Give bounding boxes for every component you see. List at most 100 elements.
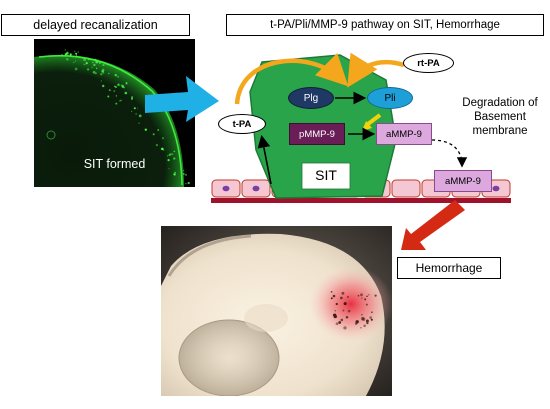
- transition-arrow: [145, 76, 219, 122]
- fluorescent-speck: [157, 129, 160, 131]
- fluorescent-speck: [74, 60, 77, 62]
- petechia-dot: [361, 297, 363, 299]
- fluorescent-speck: [64, 49, 67, 51]
- fluorescent-speck: [98, 61, 101, 64]
- ammp9-release-arrow: [431, 139, 468, 168]
- fluorescent-speck: [131, 96, 133, 98]
- fluorescent-speck: [187, 181, 190, 185]
- fluorescent-speck: [101, 70, 105, 73]
- fluorescent-speck: [184, 173, 188, 176]
- fluorescent-speck: [102, 64, 105, 67]
- fluorescent-speck: [166, 155, 169, 157]
- fluorescent-speck: [125, 82, 128, 85]
- fluorescent-speck: [103, 72, 105, 74]
- fluorescent-speck: [101, 84, 105, 88]
- fluorescent-speck: [138, 114, 142, 118]
- fluorescent-speck: [167, 158, 170, 162]
- petechia-dot: [357, 294, 360, 297]
- fluorescent-speck: [83, 58, 86, 62]
- fluorescent-speck: [97, 58, 99, 60]
- fluorescent-speck: [108, 72, 110, 75]
- petechia-dot: [368, 294, 370, 296]
- tissue-depression: [178, 319, 280, 396]
- rtpa-to-plg-arrow: [347, 52, 405, 88]
- image-caption: SIT formed: [83, 157, 146, 171]
- petechia-dot: [360, 293, 363, 297]
- fluorescent-speck: [86, 68, 90, 71]
- petechia-dot: [365, 303, 368, 306]
- fluorescent-speck: [174, 171, 177, 174]
- petechia-dot: [330, 297, 333, 300]
- petechia-dot: [335, 322, 339, 326]
- fluorescent-speck: [168, 168, 170, 170]
- ammp9-released-node: aMMP-9: [434, 170, 492, 192]
- fluorescent-speck: [120, 99, 122, 102]
- left-title-box: delayed recanalization: [1, 14, 190, 36]
- fluorescent-speck: [173, 150, 176, 153]
- fluorescent-speck: [66, 57, 69, 61]
- fluorescent-speck: [161, 137, 165, 140]
- hemorrhagic-brain-photo: [161, 226, 392, 396]
- endothelial-cell: [391, 179, 421, 198]
- degradation-line-3: membrane: [472, 125, 528, 137]
- petechia-dot: [338, 321, 342, 324]
- fluorescent-speck: [173, 173, 175, 176]
- fluorescent-speck: [152, 133, 155, 136]
- fluorescent-rim: [34, 55, 184, 187]
- fluorescent-speck: [114, 73, 118, 77]
- cell-nucleus: [222, 185, 230, 192]
- pathway-title: t-PA/Pli/MMP-9 pathway on SIT, Hemorrhag…: [270, 19, 500, 31]
- petechia-dot: [333, 314, 337, 319]
- degradation-line-1: Degradation of: [462, 97, 538, 109]
- fluorescent-speck: [95, 60, 99, 64]
- fluorescent-speck: [94, 72, 97, 75]
- fluorescent-speck: [135, 113, 137, 115]
- petechia-dot: [363, 324, 366, 328]
- degradation-line-2: Basement: [474, 111, 526, 123]
- hemorrhage-box: Hemorrhage: [397, 257, 501, 279]
- rim-edge: [38, 54, 183, 186]
- fluorescent-speck: [168, 153, 171, 157]
- petechia-dot: [370, 318, 373, 321]
- fluorescent-speck: [74, 67, 78, 71]
- petechia-dot: [335, 302, 338, 306]
- fluorescent-speck: [88, 59, 90, 61]
- pli-node: Pli: [367, 87, 413, 109]
- tissue-fold: [167, 234, 252, 277]
- petechia-dot: [371, 311, 373, 314]
- fluorescent-speck: [117, 83, 120, 87]
- fluorescent-speck: [117, 75, 119, 78]
- petechia-dot: [334, 310, 336, 312]
- petechia-dot: [365, 319, 369, 323]
- fluorescent-speck: [185, 182, 187, 185]
- brain-photo-drawing: [161, 226, 392, 396]
- hemorrhage-petechiae: [330, 291, 377, 330]
- fluorescent-speck: [137, 107, 139, 109]
- hemorrhage-arrow: [401, 200, 465, 250]
- petechia-dot: [364, 298, 367, 301]
- fluorescent-speck: [73, 50, 76, 53]
- fluorescent-speck: [95, 67, 98, 70]
- tpa-to-plg-arrow: [234, 52, 349, 105]
- fluorescent-speck: [69, 53, 72, 56]
- petechia-dot: [343, 302, 347, 306]
- petechia-dot: [369, 316, 373, 319]
- petechia-dot: [332, 294, 336, 298]
- endothelium-tpa-release-arrow: [257, 134, 272, 185]
- fluorescent-speck: [61, 53, 63, 56]
- fluorescent-speck: [133, 107, 136, 110]
- fluorescent-speck: [183, 173, 185, 175]
- fluorescent-speckles: [61, 49, 190, 187]
- pathway-title-box: t-PA/Pli/MMP-9 pathway on SIT, Hemorrhag…: [226, 14, 544, 36]
- petechia-dot: [374, 294, 377, 297]
- fluorescent-speck: [169, 152, 173, 156]
- basement-membrane: [211, 198, 511, 203]
- fluorescent-speck: [76, 54, 78, 56]
- fluorescent-speck: [91, 66, 93, 69]
- fluorescent-speck: [107, 95, 110, 98]
- fluorescent-speck: [131, 97, 133, 100]
- fluorescent-speck: [138, 122, 140, 124]
- petechia-dot: [347, 295, 349, 298]
- fluorescent-speck: [161, 147, 164, 151]
- thrombus-fluorescence-image: SIT formed: [34, 39, 195, 187]
